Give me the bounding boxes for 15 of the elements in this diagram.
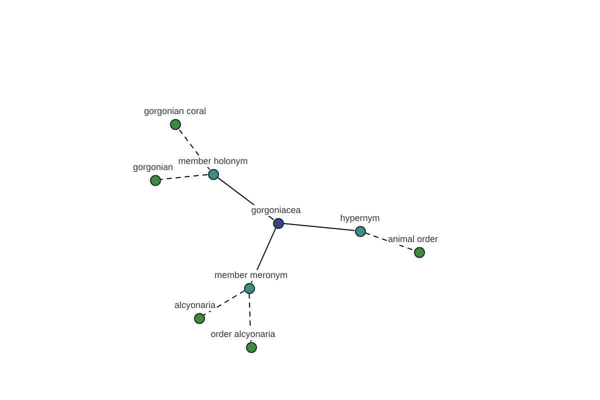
connector-line [203, 290, 245, 316]
node-label: gorgonian [132, 162, 174, 172]
node-label: order alcyonaria [210, 328, 276, 340]
node-label: member holonym [178, 156, 248, 166]
node-label: member meronym [214, 270, 288, 280]
connector-line [178, 128, 210, 170]
node-label: hypernym [340, 212, 380, 224]
node-label: animal order [388, 234, 438, 244]
connector-line [160, 174, 208, 180]
connector-line [364, 232, 414, 251]
node-label: alcyonaria [174, 300, 216, 310]
node-label: gorgonian coral [144, 106, 206, 116]
connector-line [282, 223, 356, 231]
node-label: gorgoniacea [251, 204, 301, 216]
connector-line [248, 293, 252, 342]
